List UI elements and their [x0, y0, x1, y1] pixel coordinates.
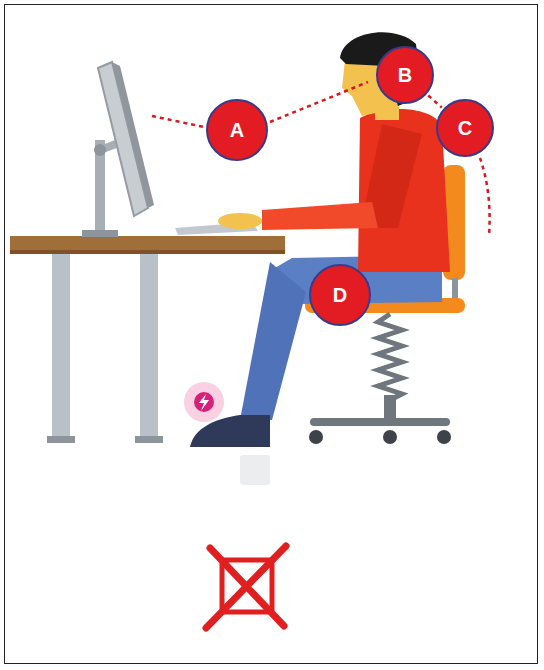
callout-circle: B [376, 46, 434, 104]
callout-letter: B [398, 64, 412, 86]
callout-circle: D [309, 264, 371, 326]
callout-letter: D [333, 284, 347, 306]
callout-letter: A [230, 119, 244, 141]
callout-circle: C [436, 99, 494, 157]
dotted-guide [428, 96, 442, 108]
callout-letter: C [458, 117, 472, 139]
callout-circle: A [206, 99, 268, 161]
